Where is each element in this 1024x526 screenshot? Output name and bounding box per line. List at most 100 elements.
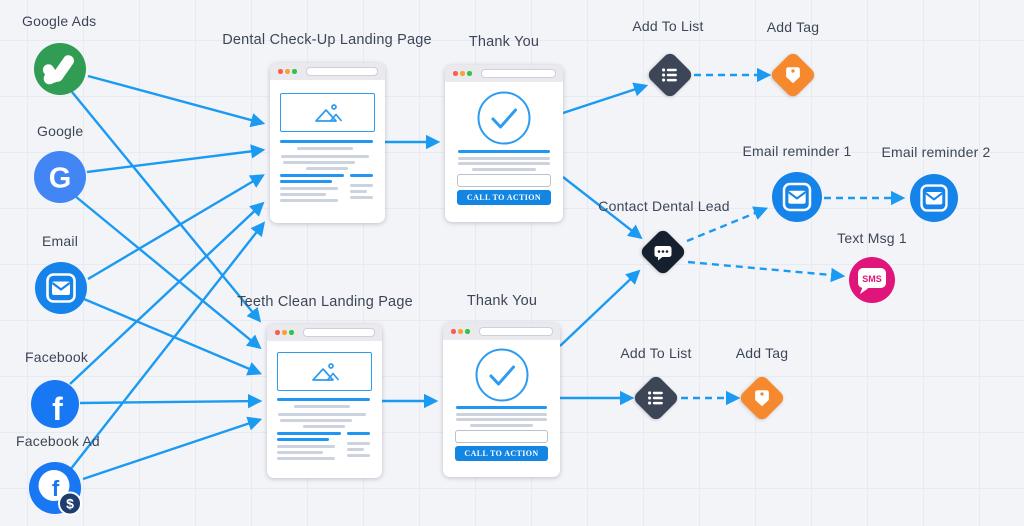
skeleton-line [280,174,344,177]
email-reminder-2-node[interactable] [910,174,958,222]
window-dot-red [453,71,458,76]
email-envelope-icon[interactable] [35,262,87,314]
contact-dental-lead-label: Contact Dental Lead [598,198,730,214]
envelope-glyph [46,273,76,303]
svg-text:f: f [52,476,60,501]
window-dot-green [292,69,297,74]
skeleton-line [458,150,550,154]
skeleton-line [278,413,366,416]
thank-you-title-1: Thank You [468,34,540,50]
skeleton-line [277,445,335,448]
skeleton-line [280,193,326,196]
list-icon [648,391,663,405]
window-dot-green [467,71,472,76]
cta-input[interactable] [455,430,548,443]
window-dot-green [289,330,294,335]
source-label-email: Email [42,233,79,249]
dental-landing-page-node[interactable] [270,63,385,223]
google-g-glyph: G [49,163,72,195]
contact-dental-lead-node[interactable] [638,227,688,277]
url-bar [479,327,553,336]
source-label-facebook: Facebook [25,349,89,365]
facebook-ad-icon[interactable]: f $ [29,462,83,516]
window-dot-yellow [285,69,290,74]
text-msg-node[interactable]: SMS [849,257,895,303]
skeleton-line [277,398,370,402]
browser-chrome [267,324,382,341]
sms-bubble-icon: SMS [858,268,886,294]
image-placeholder-icon [280,93,375,132]
add-to-list-label-1: Add To List [632,18,704,34]
google-icon[interactable]: G [34,151,86,203]
list-icon [662,68,677,82]
facebook-ad-glyph: f $ [29,462,82,516]
skeleton-line [458,162,550,165]
teeth-landing-title: Teeth Clean Landing Page [237,294,413,310]
browser-chrome [270,63,385,80]
add-tag-label-2: Add Tag [735,345,789,361]
envelope-icon [782,182,812,212]
thank-you-title-2: Thank You [466,293,538,309]
window-dot-red [275,330,280,335]
window-dot-green [465,329,470,334]
thank-you-node-1[interactable]: CALL TO ACTION [445,65,563,222]
tag-icon [755,390,769,407]
skeleton-line [280,199,338,202]
skeleton-line [347,454,370,457]
email-reminder-1-node[interactable] [772,172,822,222]
cta-input[interactable] [457,174,551,187]
svg-text:SMS: SMS [862,274,882,284]
text-msg-label: Text Msg 1 [837,230,907,246]
cta-button[interactable]: CALL TO ACTION [457,190,551,205]
skeleton-line [280,180,332,183]
add-tag-node-1[interactable] [768,50,818,100]
skeleton-line [297,147,353,150]
skeleton-line [470,424,533,427]
add-to-list-node-1[interactable] [645,50,695,100]
add-to-list-node-2[interactable] [631,373,681,423]
window-dot-yellow [458,329,463,334]
skeleton-line [347,448,364,451]
google-ads-icon[interactable] [34,43,86,95]
facebook-f-glyph: f [52,391,63,427]
facebook-icon[interactable]: f [31,380,79,428]
url-bar [306,67,378,76]
cta-button[interactable]: CALL TO ACTION [455,446,548,461]
email-reminder-2-label: Email reminder 2 [881,144,991,160]
check-circle-icon [477,91,531,145]
skeleton-line [281,155,369,158]
skeleton-line [280,419,352,422]
skeleton-line [350,190,367,193]
url-bar [303,328,375,337]
teeth-landing-page-node[interactable] [267,324,382,478]
svg-text:f: f [52,391,63,427]
add-tag-node-2[interactable] [737,373,787,423]
browser-chrome [443,323,560,340]
dental-landing-title: Dental Check-Up Landing Page [222,32,432,48]
skeleton-line [456,406,547,410]
add-to-list-label-2: Add To List [620,345,692,361]
source-label-google-ads: Google Ads [22,13,97,29]
add-tag-label-1: Add Tag [766,19,820,35]
skeleton-line [456,413,547,416]
thank-you-node-2[interactable]: CALL TO ACTION [443,323,560,477]
skeleton-line [458,157,550,160]
window-dot-yellow [460,71,465,76]
check-circle-icon [475,348,529,402]
tag-icon [786,67,800,84]
source-label-facebook-ad: Facebook Ad [16,433,100,449]
image-placeholder-icon [277,352,372,391]
window-dot-yellow [282,330,287,335]
skeleton-line [303,425,345,428]
chat-bubble-icon [654,246,672,261]
email-reminder-1-label: Email reminder 1 [742,143,852,159]
skeleton-line [350,184,373,187]
skeleton-line [277,438,329,441]
svg-text:G: G [49,163,72,195]
window-dot-red [278,69,283,74]
skeleton-line [277,432,341,435]
skeleton-line [347,432,370,435]
skeleton-line [350,196,373,199]
